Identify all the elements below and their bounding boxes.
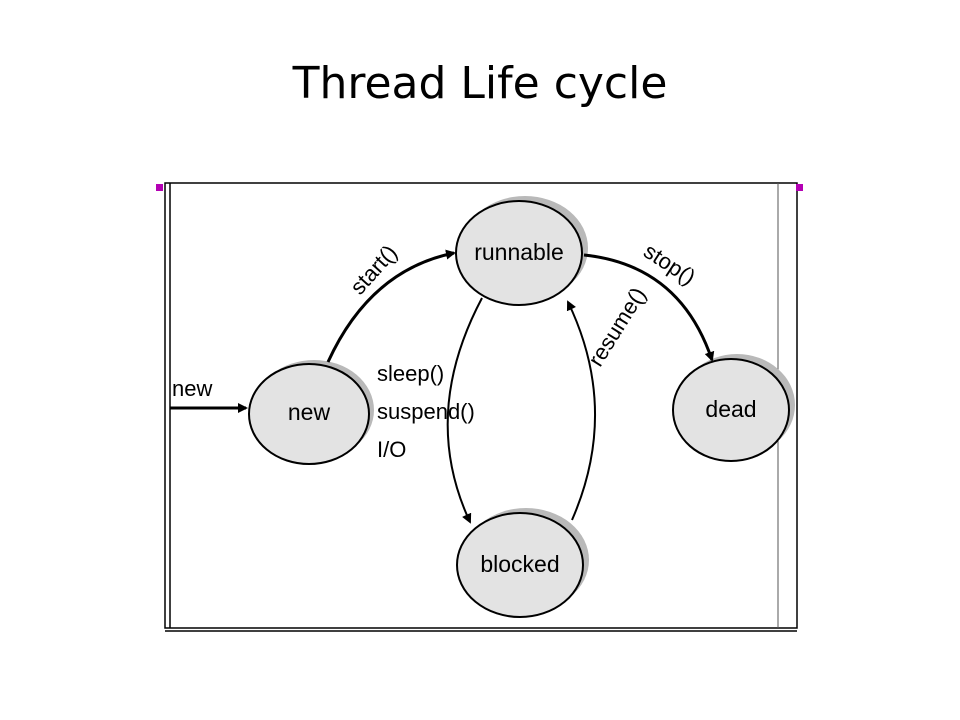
state-blocked: blocked — [456, 508, 589, 618]
block-label-io: I/O — [377, 437, 406, 462]
stop-arrow — [583, 253, 715, 362]
slide-title: Thread Life cycle — [292, 58, 668, 109]
block-arrow — [446, 297, 483, 524]
state-new-label: new — [288, 399, 331, 425]
selection-handle-right[interactable] — [796, 184, 803, 191]
state-dead-label: dead — [705, 396, 756, 422]
state-runnable-label: runnable — [474, 239, 564, 265]
state-new: new — [248, 360, 374, 465]
block-label-sleep: sleep() — [377, 361, 444, 386]
start-arrow — [326, 249, 456, 363]
state-blocked-label: blocked — [480, 551, 559, 577]
selection-handle-left[interactable] — [156, 184, 163, 191]
state-runnable: runnable — [455, 196, 588, 306]
initial-label: new — [172, 376, 212, 401]
block-label-suspend: suspend() — [377, 399, 475, 424]
resume-arrow — [566, 300, 596, 521]
state-dead: dead — [672, 354, 795, 462]
block-label: sleep() suspend() I/O — [377, 361, 475, 462]
